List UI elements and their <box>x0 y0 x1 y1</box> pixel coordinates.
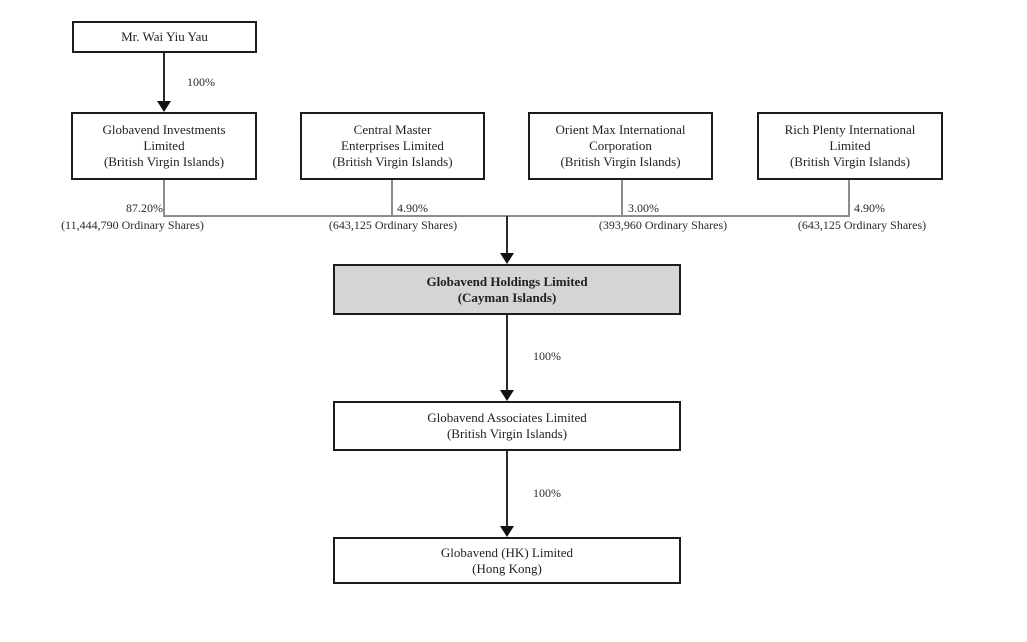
node-globavend-holdings: Globavend Holdings Limited (Cayman Islan… <box>333 264 681 315</box>
node-orient-max: Orient Max International Corporation (Br… <box>528 112 713 180</box>
node-central-master: Central Master Enterprises Limited (Brit… <box>300 112 485 180</box>
ownership-shares-rich: (643,125 Ordinary Shares) <box>797 218 927 232</box>
ownership-shares-investments: (11,444,790 Ordinary Shares) <box>61 218 204 232</box>
node-globavend-investments-label: Globavend Investments Limited (British V… <box>102 122 226 169</box>
connector-owner-to-investments <box>163 53 165 102</box>
node-owner-label: Mr. Wai Yiu Yau <box>121 29 208 44</box>
node-rich-plenty: Rich Plenty International Limited (Briti… <box>757 112 943 180</box>
ownership-percent-investments: 87.20% <box>126 201 163 215</box>
connector-holdings-to-associates <box>506 315 508 392</box>
connector-rich-drop <box>848 180 850 217</box>
arrow-down-icon <box>157 101 171 112</box>
ownership-percent-central: 4.90% <box>397 201 428 215</box>
node-owner: Mr. Wai Yiu Yau <box>72 21 257 53</box>
node-globavend-investments: Globavend Investments Limited (British V… <box>71 112 257 180</box>
ownership-label-holdings-associates: 100% <box>533 349 561 363</box>
node-globavend-holdings-label: Globavend Holdings Limited (Cayman Islan… <box>426 273 588 305</box>
ownership-label-owner-investments: 100% <box>187 75 215 89</box>
ownership-percent-orient: 3.00% <box>628 201 659 215</box>
node-rich-plenty-label: Rich Plenty International Limited (Briti… <box>784 122 916 169</box>
node-globavend-associates-label: Globavend Associates Limited (British Vi… <box>427 410 587 441</box>
arrow-down-icon <box>500 526 514 537</box>
node-globavend-associates: Globavend Associates Limited (British Vi… <box>333 401 681 451</box>
node-globavend-hk-label: Globavend (HK) Limited (Hong Kong) <box>440 544 574 576</box>
connector-investments-drop <box>163 180 165 217</box>
ownership-percent-rich: 4.90% <box>854 201 885 215</box>
arrow-down-icon <box>500 253 514 264</box>
node-central-master-label: Central Master Enterprises Limited (Brit… <box>332 122 453 169</box>
connector-orient-drop <box>621 180 623 217</box>
connector-bus-to-holdings <box>506 216 508 254</box>
ownership-label-associates-hk: 100% <box>533 486 561 500</box>
connector-associates-to-hk <box>506 451 508 528</box>
arrow-down-icon <box>500 390 514 401</box>
node-globavend-hk: Globavend (HK) Limited (Hong Kong) <box>333 537 681 584</box>
ownership-shares-central: (643,125 Ordinary Shares) <box>328 218 458 232</box>
ownership-shares-orient: (393,960 Ordinary Shares) <box>598 218 728 232</box>
node-orient-max-label: Orient Max International Corporation (Br… <box>555 122 686 169</box>
connector-central-drop <box>391 180 393 217</box>
